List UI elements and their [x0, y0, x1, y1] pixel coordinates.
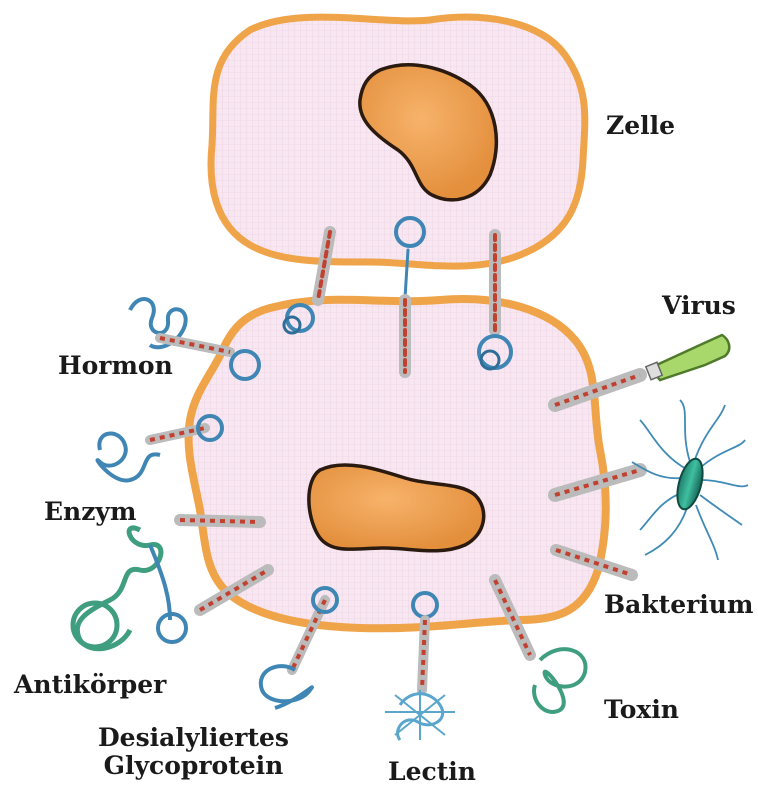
label-hormon: Hormon	[58, 352, 173, 380]
label-virus: Virus	[662, 292, 736, 320]
label-desialyliertes-line2: Glycoprotein	[98, 752, 289, 780]
label-desialyliertes-glycoprotein: Desialyliertes Glycoprotein	[98, 724, 289, 779]
label-antikoerper: Antikörper	[14, 671, 166, 699]
label-bakterium: Bakterium	[604, 591, 753, 619]
label-enzym: Enzym	[44, 498, 136, 526]
label-desialyliertes-line1: Desialyliertes	[98, 724, 289, 752]
label-lectin: Lectin	[388, 758, 476, 786]
label-toxin: Toxin	[604, 696, 679, 724]
label-zelle: Zelle	[606, 112, 675, 140]
